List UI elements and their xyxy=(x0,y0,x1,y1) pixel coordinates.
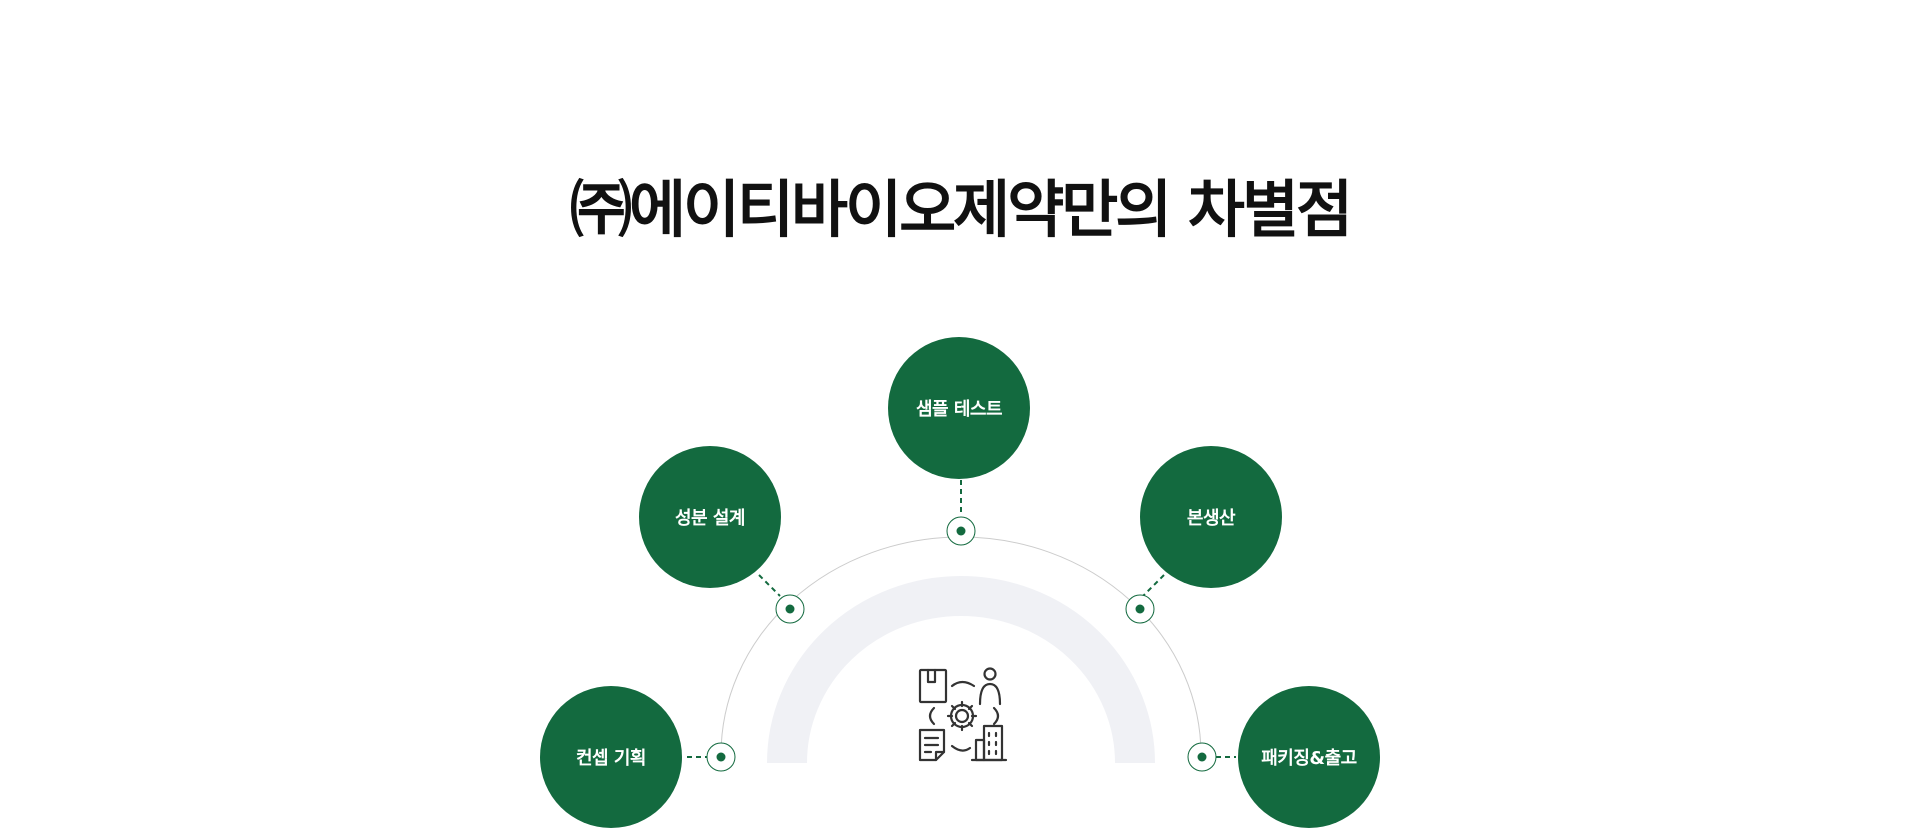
step-label: 패키징&출고 xyxy=(1261,748,1357,769)
connector-step-4 xyxy=(1142,574,1165,597)
arc-node-5 xyxy=(1187,742,1217,772)
step-label: 성분 설계 xyxy=(674,508,746,529)
page-title: ㈜에이티바이오제약만의 차별점 xyxy=(569,173,1353,246)
step-label: 샘플 테스트 xyxy=(915,399,1003,420)
connector-step-2 xyxy=(758,574,781,597)
step-main-production: 본생산 xyxy=(1140,446,1282,588)
step-packaging-shipping: 패키징&출고 xyxy=(1238,686,1380,828)
step-label: 컨셉 기획 xyxy=(575,748,647,769)
step-label: 본생산 xyxy=(1186,508,1236,529)
step-ingredient-design: 성분 설계 xyxy=(639,446,781,588)
inner-band xyxy=(767,576,1155,764)
step-sample-test: 샘플 테스트 xyxy=(888,337,1030,479)
process-management-icon xyxy=(918,667,1008,762)
arc-node-1 xyxy=(706,742,736,772)
arc-node-4 xyxy=(1125,594,1155,624)
arc-node-2 xyxy=(775,594,805,624)
step-concept-planning: 컨셉 기획 xyxy=(540,686,682,828)
arc-node-3 xyxy=(946,516,976,546)
